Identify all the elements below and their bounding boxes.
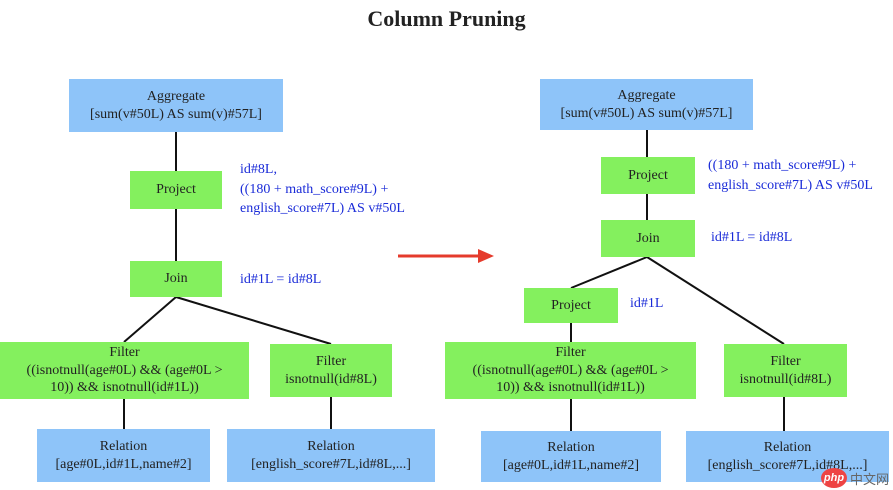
right-project-top-note: ((180 + math_score#9L) + english_score#7… bbox=[708, 158, 873, 193]
right-join-note: id#1L = id#8L bbox=[711, 230, 793, 245]
left-relation-right-detail: [english_score#7L,id#8L,...] bbox=[251, 456, 411, 472]
left-filter-label: Filter bbox=[109, 345, 140, 361]
right-filter-right-detail: isnotnull(id#8L) bbox=[739, 371, 832, 387]
left-project-node: Project bbox=[130, 171, 222, 209]
edge-join-filter-right-left bbox=[175, 296, 332, 345]
right-aggregate-label: Aggregate bbox=[617, 88, 676, 103]
right-filter-node: Filter ((isnotnull(age#0L) && (age#0L > … bbox=[445, 342, 696, 399]
right-relation-detail: [age#0L,id#1L,name#2] bbox=[502, 457, 640, 473]
right-filter-label: Filter bbox=[555, 345, 586, 361]
edge-join-filter-right-right bbox=[646, 256, 785, 345]
right-project-left-node: Project bbox=[524, 288, 618, 323]
right-relation-label: Relation bbox=[547, 440, 595, 455]
right-join-label: Join bbox=[636, 230, 660, 246]
left-join-node: Join bbox=[130, 261, 222, 297]
left-aggregate-detail: [sum(v#50L) AS sum(v)#57L] bbox=[90, 106, 262, 122]
left-relation-detail: [age#0L,id#1L,name#2] bbox=[55, 456, 192, 472]
right-project-left-note: id#1L bbox=[630, 296, 664, 311]
left-project-note: id#8L, ((180 + math_score#9L) + english_… bbox=[240, 162, 405, 217]
watermark-logo: php bbox=[820, 468, 847, 488]
left-join-note: id#1L = id#8L bbox=[240, 272, 322, 287]
left-relation-label: Relation bbox=[99, 439, 148, 454]
right-relation-right-label: Relation bbox=[763, 440, 812, 455]
left-join-label: Join bbox=[164, 271, 188, 287]
transform-arrow bbox=[398, 249, 494, 263]
watermark: php 中文网 bbox=[820, 468, 889, 488]
left-filter-detail: ((isnotnull(age#0L) && (age#0L > 10)) &&… bbox=[26, 362, 223, 396]
left-aggregate-label: Aggregate bbox=[146, 89, 206, 104]
left-relation-node: Relation [age#0L,id#1L,name#2] bbox=[37, 429, 210, 482]
right-relation-node: Relation [age#0L,id#1L,name#2] bbox=[481, 431, 661, 482]
diagram-title: Column Pruning bbox=[367, 6, 526, 31]
left-relation-right-label: Relation bbox=[307, 439, 355, 454]
left-filter-right-node: Filter isnotnull(id#8L) bbox=[270, 344, 392, 397]
left-relation-right-node: Relation [english_score#7L,id#8L,...] bbox=[227, 429, 435, 482]
right-project-top-label: Project bbox=[628, 167, 668, 183]
right-join-node: Join bbox=[601, 220, 695, 257]
left-aggregate-node: Aggregate [sum(v#50L) AS sum(v)#57L] bbox=[69, 79, 283, 132]
right-filter-detail: ((isnotnull(age#0L) && (age#0L > 10)) &&… bbox=[472, 362, 669, 396]
left-filter-right-detail: isnotnull(id#8L) bbox=[285, 371, 377, 387]
left-project-label: Project bbox=[156, 182, 196, 198]
right-aggregate-detail: [sum(v#50L) AS sum(v)#57L] bbox=[560, 105, 733, 121]
right-aggregate-node: Aggregate [sum(v#50L) AS sum(v)#57L] bbox=[540, 79, 753, 130]
edge-join-project-right bbox=[570, 256, 648, 289]
left-filter-right-label: Filter bbox=[315, 354, 347, 369]
right-filter-right-label: Filter bbox=[770, 354, 801, 369]
right-filter-right-node: Filter isnotnull(id#8L) bbox=[724, 344, 847, 397]
right-project-left-label: Project bbox=[551, 297, 591, 313]
right-project-top-node: Project bbox=[601, 157, 695, 194]
left-filter-node: Filter ((isnotnull(age#0L) && (age#0L > … bbox=[0, 342, 249, 399]
edge-join-filter-left bbox=[123, 296, 177, 343]
watermark-text: 中文网 bbox=[849, 471, 889, 487]
